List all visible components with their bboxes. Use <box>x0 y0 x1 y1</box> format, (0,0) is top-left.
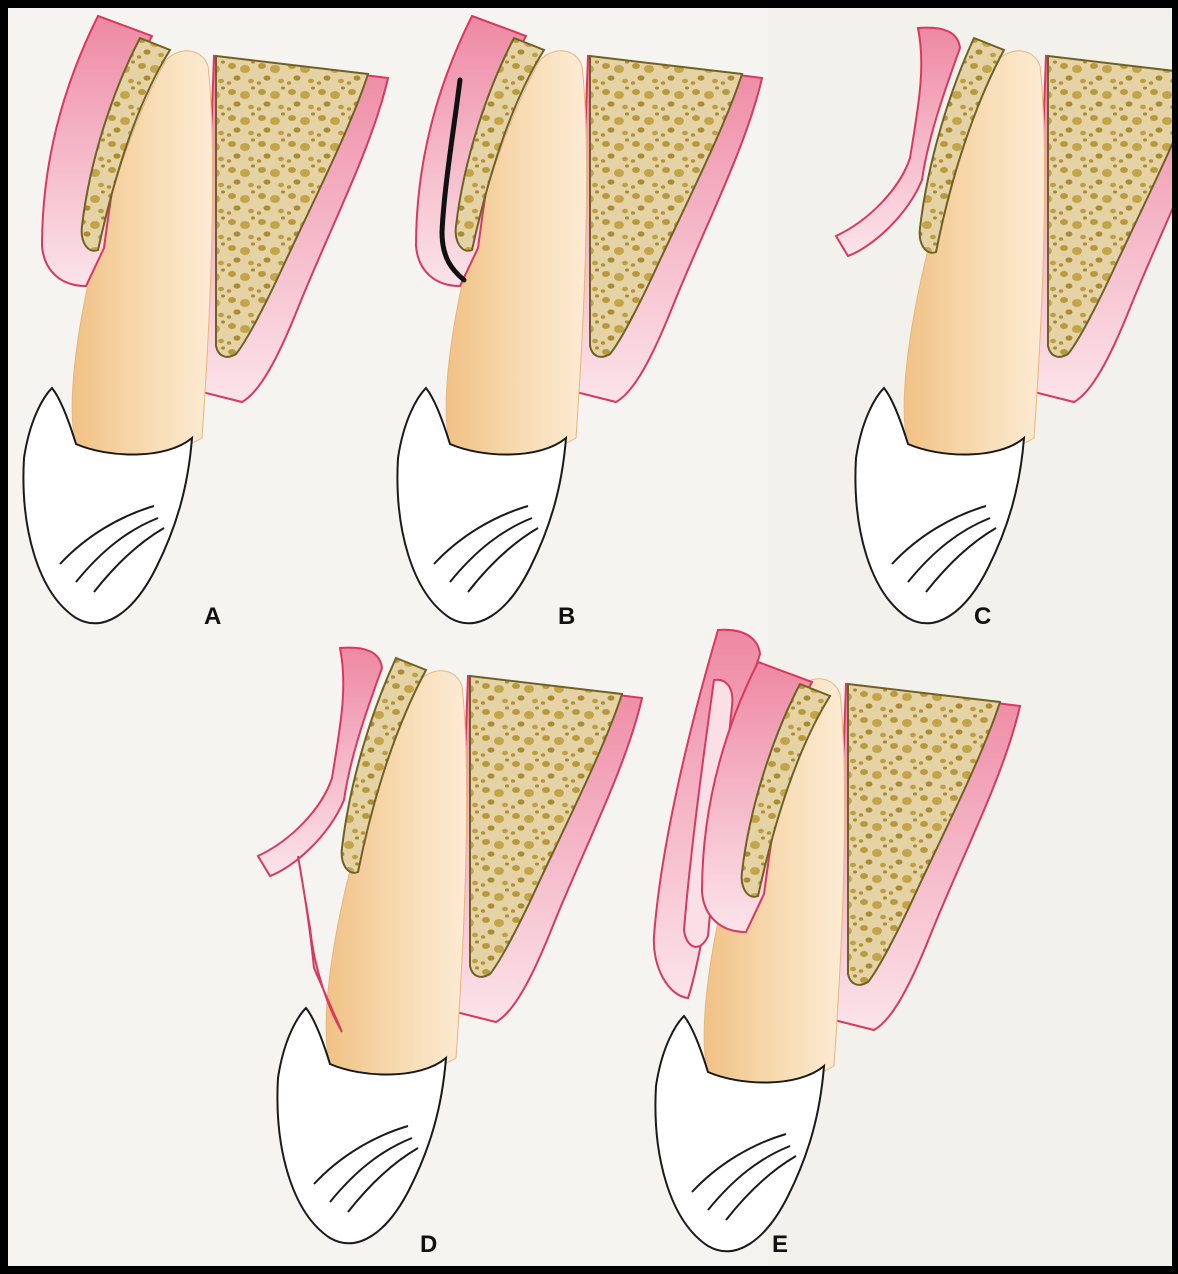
panel-label-d: D <box>420 1231 437 1258</box>
panel-a: A <box>23 16 388 630</box>
panel-label-e: E <box>772 1231 788 1258</box>
panel-b: B <box>397 16 762 630</box>
panel-label-a: A <box>204 603 221 630</box>
panel-label-c: C <box>974 603 991 630</box>
panel-d: D <box>258 648 642 1258</box>
panel-label-b: B <box>558 603 575 630</box>
periodontal-flap-diagram: A B C D E <box>8 8 1172 1266</box>
figure-page: A B C D E <box>8 8 1172 1266</box>
